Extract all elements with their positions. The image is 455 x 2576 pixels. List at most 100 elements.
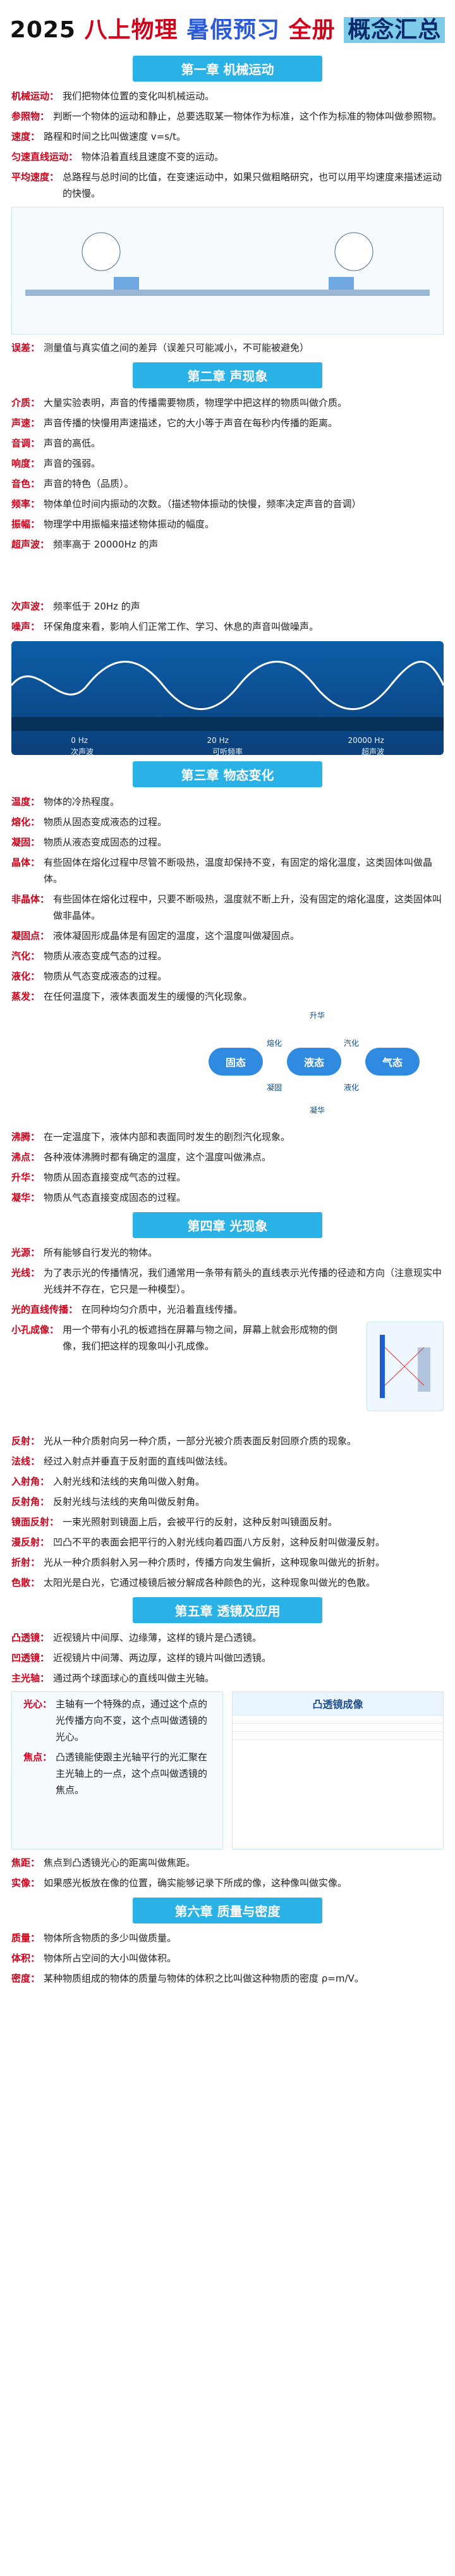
term: 超声波：: [11, 539, 50, 550]
definition: 物体所含物质的多少叫做质量。: [44, 1932, 177, 1944]
freq-label-20: 20 Hz: [207, 736, 229, 745]
ch4-item: 入射角：入射光线和法线的夹角叫做入射角。: [0, 1473, 455, 1490]
definition: 物体所占空间的大小叫做体积。: [44, 1953, 177, 1964]
ch3-item: 液化： 物质从气态变成液态的过程。: [0, 968, 455, 984]
term: 匀速直线运动：: [11, 151, 78, 163]
term: 光线：: [11, 1267, 40, 1279]
definition: 物体单位时间内振动的次数。（描述物体振动的快慢，频率决定声音的音调）: [44, 498, 361, 510]
term: 参照物：: [11, 111, 50, 122]
ch4-item: 镜面反射：一束光照射到镜面上后，会被平行的反射，这种反射叫镜面反射。: [0, 1514, 455, 1530]
definition: 判断一个物体的运动和静止，总要选取某一物体作为标准，这个作为标准的物体叫做参照物…: [53, 111, 442, 122]
cell: [233, 1732, 303, 1739]
term: 焦点：: [23, 1751, 52, 1763]
term: 主光轴：: [11, 1672, 50, 1684]
term: 光的直线传播：: [11, 1304, 78, 1315]
term: 凝固点：: [11, 930, 50, 941]
ch2-item: 响度： 声音的强弱。: [0, 455, 455, 472]
title-summary: 概念汇总: [344, 17, 446, 43]
definition: 在同种均匀介质中，光沿着直线传播。: [82, 1304, 243, 1315]
term: 振幅：: [11, 518, 40, 530]
ch5-item: 光心：主轴有一个特殊的点，通过这个点的光传播方向不变，这个点叫做透镜的光心。: [12, 1696, 222, 1745]
cell: [373, 1715, 443, 1723]
ch5-item: 主光轴：通过两个球面球心的直线叫做主光轴。: [0, 1670, 455, 1686]
definition: 一束光照射到镜面上后，会被平行的反射，这种反射叫镜面反射。: [63, 1516, 338, 1528]
freq-label-0: 0 Hz: [71, 736, 88, 745]
definition: 在一定温度下，液体内部和表面同时发生的剧烈汽化现象。: [44, 1131, 291, 1143]
table-row: [233, 1715, 443, 1724]
term: 光心：: [23, 1698, 52, 1710]
definition: 通过两个球面球心的直线叫做主光轴。: [53, 1672, 215, 1684]
definition: 我们把物体位置的变化叫机械运动。: [63, 90, 215, 102]
term: 液化：: [11, 971, 40, 982]
term: 沸腾：: [11, 1131, 40, 1143]
term: 沸点：: [11, 1151, 40, 1163]
chapter-3-header: 第三章 物态变化: [133, 761, 322, 787]
ch4-item: 色散： 太阳光是白光，它通过棱镜后被分解成各种颜色的光，这种现象叫做光的色散。: [0, 1574, 455, 1591]
ch2-item: 声速：声音传播的快慢用声速描述，它的大小等于声音在每秒内传播的距离。: [0, 415, 455, 431]
term: 凹透镜：: [11, 1652, 50, 1664]
ch4-item: 反射：光从一种介质射向另一种介质，一部分光被介质表面反射回原介质的现象。: [0, 1433, 455, 1449]
liquid-node: 液态: [287, 1048, 341, 1076]
lens-imaging-table: 凸透镜成像: [232, 1691, 444, 1849]
ch4-item: 漫反射：凹凸不平的表面会把平行的入射光线向着四面八方反射，这种反射叫做漫反射。: [0, 1534, 455, 1550]
cell: [233, 1724, 303, 1731]
ultrasound-label: 超声波: [361, 747, 384, 755]
definition: 物质从气态变成液态的过程。: [44, 971, 167, 982]
definition: 光从一种介质斜射入另一种介质时，传播方向发生偏折，这种现象叫做光的折射。: [44, 1557, 385, 1568]
term: 密度：: [11, 1973, 40, 1984]
ch2-item: 音调：声音的高低。: [0, 435, 455, 451]
freeze-label: 凝固: [267, 1083, 282, 1092]
cell: [303, 1724, 373, 1731]
term: 平均速度：: [11, 171, 59, 183]
term: 蒸发：: [11, 991, 40, 1002]
ch4-item: 折射： 光从一种介质斜射入另一种介质时，传播方向发生偏折，这种现象叫做光的折射。: [0, 1554, 455, 1571]
definition: 声音的高低。: [44, 438, 101, 449]
term: 焦距：: [11, 1857, 40, 1868]
cell: [303, 1732, 373, 1739]
ch4-item: 光线：为了表示光的传播情况，我们通常用一条带有箭头的直线表示光传播的径迹和方向（…: [0, 1265, 455, 1297]
cell: [233, 1715, 303, 1723]
definition: 频率低于 20Hz 的声: [53, 601, 140, 612]
definition: 液体凝固形成晶体是有固定的温度，这个温度叫做凝固点。: [53, 930, 300, 941]
melt-label: 熔化: [267, 1039, 282, 1048]
definition: 频率高于 20000Hz 的声: [53, 539, 159, 550]
table-row: [233, 1724, 443, 1732]
definition: 物质从气态直接变成固态的过程。: [44, 1192, 186, 1203]
definition: 声音的强弱。: [44, 458, 101, 469]
solid-node: 固态: [209, 1048, 263, 1076]
definition: 某种物质组成的物体的质量与物体的体积之比叫做这种物质的密度 ρ=m/V。: [44, 1973, 364, 1984]
definition: 近视镜片中间薄、两边厚，这样的镜片叫做凹透镜。: [53, 1652, 272, 1664]
chapter-4-header: 第四章 光现象: [133, 1212, 322, 1238]
ch2-item: 超声波：频率高于 20000Hz 的声: [0, 536, 455, 553]
term: 法线：: [11, 1456, 40, 1467]
ch4-item: 小孔成像：用一个带有小孔的板遮挡在屏幕与物之间，屏幕上就会形成物的倒像，我们把这…: [0, 1322, 455, 1354]
definition: 反射光线与法线的夹角叫做反射角。: [53, 1496, 205, 1507]
term: 凝华：: [11, 1192, 40, 1203]
frequency-axis-labels: 0 Hz 20 Hz 20000 Hz: [11, 736, 444, 745]
deposit-label: 凝华: [310, 1106, 325, 1115]
term: 色散：: [11, 1577, 40, 1588]
pinhole-figure: [367, 1322, 444, 1411]
term: 折射：: [11, 1557, 40, 1568]
term: 响度：: [11, 458, 40, 469]
term: 频率：: [11, 498, 40, 510]
definition: 近视镜片中间厚、边缘薄，这样的镜片是凸透镜。: [53, 1632, 262, 1643]
ch2-item: 振幅：物理学中用振幅来描述物体振动的幅度。: [0, 516, 455, 532]
definition: 有些固体在熔化过程中尽管不断吸热，温度却保持不变，有固定的熔化温度，这类固体叫做…: [44, 857, 433, 885]
definition: 测量值与真实值之间的差异（误差只可能减小，不可能被避免）: [44, 342, 310, 353]
term: 漫反射：: [11, 1536, 50, 1548]
ch6-item: 体积：物体所占空间的大小叫做体积。: [0, 1950, 455, 1966]
ch3-item: 非晶体：有些固体在熔化过程中，只要不断吸热，温度就不断上升，没有固定的熔化温度，…: [0, 891, 455, 924]
definition: 物质从液态变成固态的过程。: [44, 837, 167, 848]
term: 反射角：: [11, 1496, 50, 1507]
liquefy-label: 液化: [344, 1083, 360, 1092]
lens-section: 光心：主轴有一个特殊的点，通过这个点的光传播方向不变，这个点叫做透镜的光心。 焦…: [11, 1691, 444, 1849]
term: 次声波：: [11, 601, 50, 612]
ch1-item: 误差： 测量值与真实值之间的差异（误差只可能减小，不可能被避免）: [0, 340, 455, 356]
term: 音色：: [11, 478, 40, 489]
definition: 太阳光是白光，它通过棱镜后被分解成各种颜色的光，这种现象叫做光的色散。: [44, 1577, 376, 1588]
definition: 用一个带有小孔的板遮挡在屏幕与物之间，屏幕上就会形成物的倒像，我们把这样的现象叫…: [63, 1324, 338, 1352]
timing-experiment-illustration: [25, 232, 430, 296]
pinhole-section: 小孔成像：用一个带有小孔的板遮挡在屏幕与物之间，屏幕上就会形成物的倒像，我们把这…: [0, 1322, 455, 1429]
